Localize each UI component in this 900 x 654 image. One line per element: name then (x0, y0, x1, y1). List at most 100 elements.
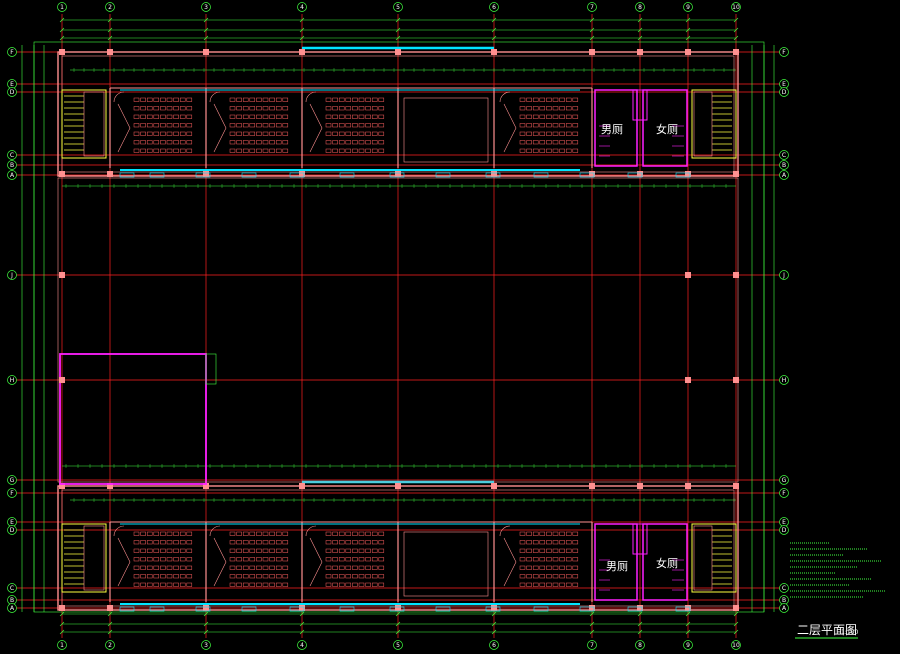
desk (140, 531, 146, 536)
desk (378, 557, 385, 562)
desk (236, 97, 242, 102)
stage-north-2 (309, 103, 323, 153)
desk (179, 531, 186, 536)
desk (539, 531, 546, 536)
desk (153, 540, 160, 545)
desk (559, 148, 565, 153)
desk (358, 106, 365, 111)
desk (539, 131, 546, 136)
desk (365, 582, 371, 587)
desk (546, 97, 552, 102)
drawing-title: 二层平面图 (797, 623, 857, 637)
desk (338, 114, 345, 119)
desk (352, 97, 358, 102)
desk (572, 148, 579, 153)
desk (565, 97, 572, 102)
desk (160, 97, 166, 102)
desk (133, 148, 140, 153)
desk (146, 531, 153, 536)
axis-col-bottom-10-label: 10 (732, 642, 740, 649)
desk (345, 531, 352, 536)
axis-row-north-left-E-label: E (10, 81, 14, 88)
desk (332, 114, 338, 119)
desk (371, 574, 378, 579)
column-bottom-south-6 (589, 605, 595, 611)
desk (325, 123, 332, 128)
axis-row-north-right-E-label: E (782, 81, 786, 88)
desk (345, 565, 352, 570)
desk (532, 557, 539, 562)
desk (249, 131, 256, 136)
desk (236, 114, 242, 119)
desk (146, 540, 153, 545)
desk (179, 148, 186, 153)
facade-window-north-3 (241, 172, 257, 178)
desk (546, 565, 552, 570)
axis-row-south-right-G-label: G (782, 477, 787, 484)
door-arc-south-3 (499, 525, 511, 537)
desk (539, 582, 546, 587)
desk (371, 540, 378, 545)
desk (325, 114, 332, 119)
desk (325, 557, 332, 562)
facade-window-south-4 (289, 606, 305, 612)
desk (325, 548, 332, 553)
desk (371, 565, 378, 570)
desk (565, 131, 572, 136)
desk (160, 574, 166, 579)
door-arc-south-1 (209, 525, 221, 537)
dim-tick-bottom-0-8 (685, 611, 691, 617)
desk (282, 114, 289, 119)
desk (166, 548, 173, 553)
desk (242, 540, 249, 545)
courtyard-column-2-1 (685, 377, 691, 383)
axis-row-north-right-F-label: F (782, 49, 786, 56)
desk (546, 574, 552, 579)
desk (365, 531, 371, 536)
axis-row-north-right-D-circle (779, 87, 789, 97)
desk (572, 131, 579, 136)
desk (572, 548, 579, 553)
column-top-south-4 (395, 483, 401, 489)
dim-tick-bottom-2-1 (107, 629, 113, 635)
desk (345, 131, 352, 136)
desk (526, 131, 532, 136)
desk (166, 565, 173, 570)
axis-col-bottom-1-circle (57, 640, 67, 650)
male-toilet-north (594, 89, 638, 167)
desk (325, 148, 332, 153)
desk (146, 148, 153, 153)
desk (546, 582, 552, 587)
desk (275, 123, 282, 128)
desk (572, 106, 579, 111)
desk (262, 131, 269, 136)
desk (262, 557, 269, 562)
desk (140, 574, 146, 579)
desk (236, 123, 242, 128)
female-toilet-north (642, 89, 688, 167)
axis-col-bottom-8-circle (635, 640, 645, 650)
column-bottom-south-4 (395, 605, 401, 611)
axis-row-south-left-F-label: F (10, 490, 14, 497)
desk (345, 140, 352, 145)
axis-row-north-left-A-circle (7, 170, 17, 180)
desk (269, 148, 275, 153)
desk (338, 548, 345, 553)
desk (133, 106, 140, 111)
column-top-north-3 (299, 49, 305, 55)
desk (146, 557, 153, 562)
desk (565, 106, 572, 111)
desk (332, 582, 338, 587)
axis-row-south-right-E-label: E (782, 519, 786, 526)
desk (565, 565, 572, 570)
desk (352, 140, 358, 145)
desk (539, 148, 546, 153)
desk (371, 548, 378, 553)
column-bottom-north-2 (203, 171, 209, 177)
desk (338, 131, 345, 136)
dim-tick-top-0-6 (589, 17, 595, 23)
desk (378, 565, 385, 570)
desk (565, 574, 572, 579)
